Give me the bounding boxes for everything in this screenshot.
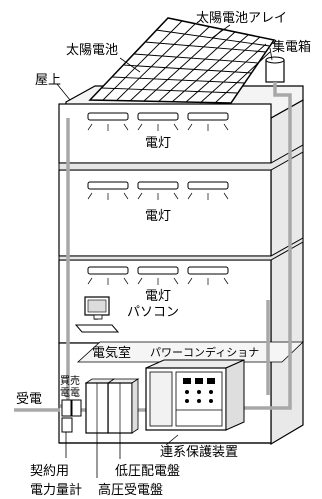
label-light-low: 電灯 (145, 289, 171, 304)
light-rays (87, 123, 229, 285)
high-voltage-panel (84, 378, 116, 434)
buy-sell-meters (61, 399, 82, 433)
lights-mid (87, 181, 229, 190)
label-incoming: 受電 (16, 392, 42, 407)
slab-1 (58, 144, 304, 171)
label-contract-meter-2: 電力量計 (30, 482, 82, 498)
slab-2 (58, 237, 304, 261)
junction-box (265, 56, 285, 83)
label-electrical-room: 電気室 (92, 345, 131, 361)
label-light-top: 電灯 (145, 136, 171, 151)
lights-top (87, 112, 229, 121)
label-junction-box: 集電箱 (272, 39, 311, 55)
label-rooftop: 屋上 (35, 73, 61, 88)
label-light-mid: 電灯 (145, 209, 171, 224)
label-solar-array: 太陽電池アレイ (196, 11, 287, 26)
label-grid-protection: 連系保護装置 (160, 444, 238, 460)
solar-array (88, 17, 276, 104)
label-high-voltage-panel: 高圧受電盤 (98, 482, 163, 498)
label-buy-sell-2: 電電 (60, 387, 80, 399)
label-low-voltage-panel: 低圧配電盤 (115, 464, 180, 479)
label-pc: パソコン (127, 305, 179, 320)
label-contract-meter-1: 契約用 (30, 464, 69, 479)
label-solar-cell: 太陽電池 (66, 43, 118, 58)
computer-icon (74, 296, 120, 333)
low-voltage-panel (106, 378, 140, 434)
label-power-conditioner: パワーコンディショナ (150, 345, 259, 359)
leader-lines (56, 24, 273, 478)
power-conditioner-cabinet (145, 359, 245, 431)
lights-low (87, 266, 229, 275)
label-buy-sell-1: 買売 (60, 374, 80, 387)
